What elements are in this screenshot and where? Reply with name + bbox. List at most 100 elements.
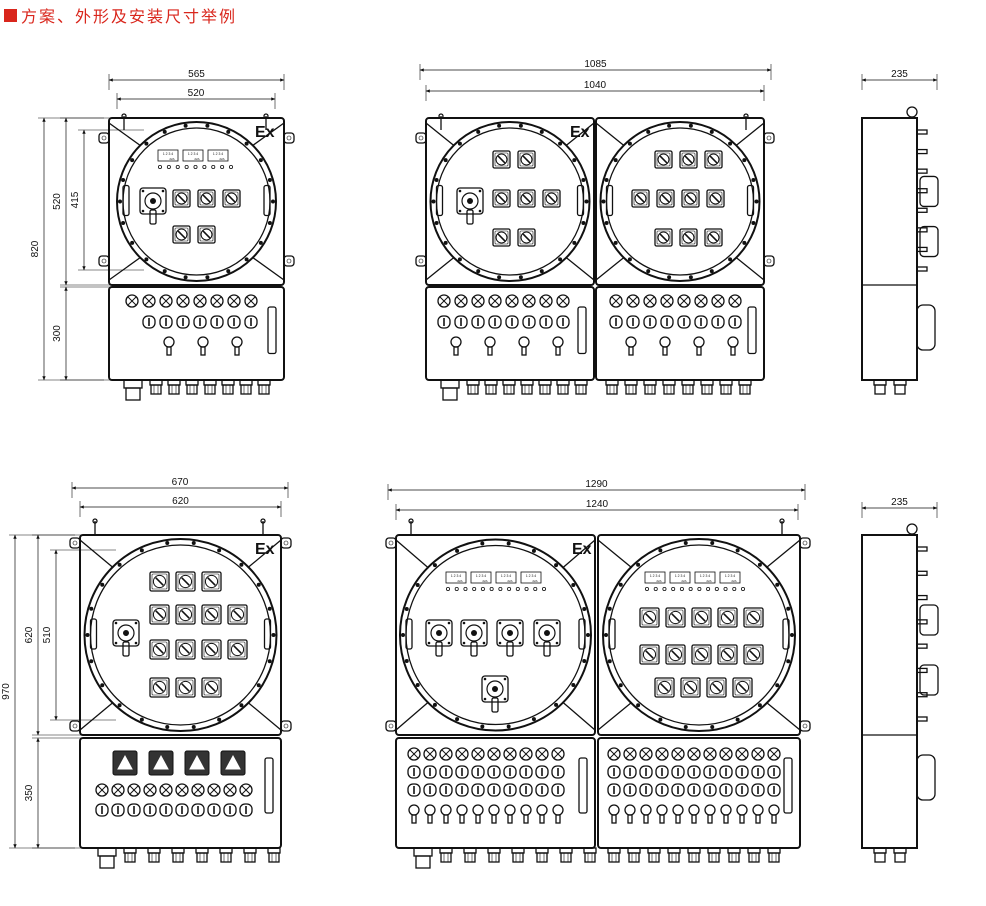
switch-inner (708, 679, 725, 696)
lifting-eye (408, 518, 414, 524)
dim-d-width-outer: 670 (71, 477, 289, 498)
gland-body (628, 852, 640, 863)
flange-bolt (258, 158, 263, 163)
screw (555, 641, 559, 645)
flange-bolt (191, 540, 196, 545)
selector-knob (656, 804, 668, 816)
switch-inner (199, 227, 214, 242)
indicator-lamp (551, 747, 565, 761)
lamp-cross (473, 749, 483, 759)
switch-handle (749, 613, 758, 622)
switch-dial (204, 680, 219, 695)
indicator-lamp (142, 294, 156, 308)
flange-bolt (401, 633, 405, 637)
indicator-dot (714, 587, 719, 592)
switch-handle (522, 194, 531, 203)
flange-outer (602, 538, 796, 732)
breaker-handle (435, 641, 443, 657)
breaker-handle (491, 697, 499, 713)
mount-lug (69, 537, 81, 549)
brace (247, 701, 282, 731)
switch-inner (706, 230, 721, 245)
meter-display (644, 571, 666, 584)
indicator-lamp (735, 747, 749, 761)
knob-stem (627, 814, 633, 824)
push-button (505, 315, 519, 329)
screw (482, 641, 486, 645)
breaker-hub (123, 630, 129, 636)
switch-dial (225, 192, 238, 205)
breaker-dial (117, 624, 135, 642)
push-button (439, 783, 453, 797)
push-button (454, 315, 468, 329)
flange-bolt (683, 540, 688, 545)
dim-e-width-inner: 1240 (395, 499, 799, 520)
push-button (655, 765, 669, 779)
push-button (671, 765, 685, 779)
lamp-cross (127, 296, 137, 306)
selector-knob (472, 804, 484, 816)
indicator-lamp (607, 747, 621, 761)
flange-bolt (130, 240, 135, 245)
push-button (175, 803, 189, 817)
switch-inner (203, 641, 220, 658)
mount-hole (101, 258, 107, 264)
flange-bolt (627, 257, 632, 262)
gland-body (485, 384, 497, 395)
gland-body (625, 384, 637, 395)
switch-dial (720, 647, 735, 662)
knob-stem (443, 814, 449, 824)
switch-frame (656, 189, 675, 208)
flange-bolt (205, 275, 210, 280)
screw (134, 641, 138, 645)
upper-enclosure (395, 534, 596, 736)
flange-bolt (443, 240, 448, 245)
flange-bolt (480, 724, 485, 729)
rotary-switch (681, 189, 700, 208)
push-button (143, 803, 157, 817)
indicator-dot (706, 587, 711, 592)
mount-lug (799, 720, 811, 732)
knob-stem (628, 346, 634, 356)
flange-bolt (735, 548, 740, 553)
screw (447, 621, 451, 625)
dim-a-height-lower: 300 (52, 286, 126, 381)
switch-inner (734, 679, 751, 696)
breaker-dial (461, 192, 479, 210)
rotary-switch (743, 644, 764, 665)
flange-bolt (162, 269, 167, 274)
switch-frame (492, 150, 511, 169)
side-body (861, 534, 918, 849)
breaker-hub (507, 630, 513, 636)
switch-handle (155, 645, 164, 654)
push-button (488, 315, 502, 329)
flange-bolt (476, 269, 481, 274)
upper-enclosure (79, 534, 282, 736)
indicator-dot (723, 587, 728, 592)
flange-bolt (457, 257, 462, 262)
rotary-switch (149, 677, 170, 698)
gland-body (512, 852, 524, 863)
indicator-dot (671, 587, 676, 592)
gland-body (720, 384, 732, 395)
lamp-cross (489, 749, 499, 759)
flange-bolt (480, 541, 485, 546)
lamp-cross (144, 296, 154, 306)
switch-inner (151, 679, 168, 696)
selector-knob (488, 804, 500, 816)
flange-bolt (751, 177, 756, 182)
mount-lug (69, 720, 81, 732)
meter-display (520, 571, 542, 584)
switch-inner (199, 191, 214, 206)
switch-handle (645, 650, 654, 659)
indicator-lamp (626, 294, 640, 308)
selector-knob (536, 804, 548, 816)
push-button (719, 765, 733, 779)
brace (251, 256, 285, 281)
gland-body (168, 384, 180, 395)
flange-bolt (226, 269, 231, 274)
push-button (556, 315, 570, 329)
cable-glands (440, 379, 588, 401)
brace (595, 256, 625, 281)
